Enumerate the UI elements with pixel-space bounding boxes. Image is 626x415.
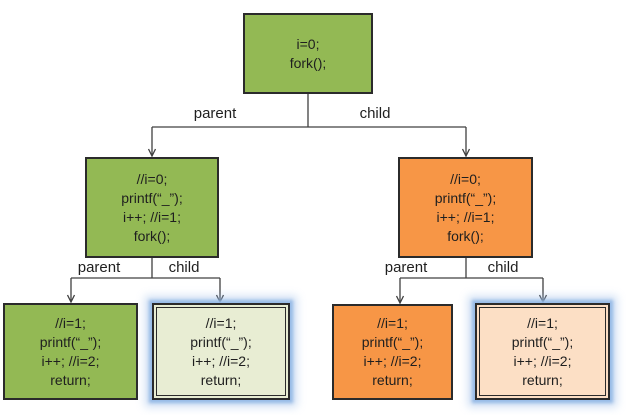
node-leaf-parent-parent: //i=1; printf(“_”); i++; //i=2; return; xyxy=(3,303,138,400)
code-line: fork(); xyxy=(447,227,484,244)
code-line: printf(“_”); xyxy=(361,334,424,350)
code-line: return; xyxy=(50,371,91,388)
code-line: fork(); xyxy=(289,54,327,71)
edge-label-child-left: child xyxy=(168,259,200,276)
node-leaf-parent-child: //i=1; printf(“_”); i++; //i=2; return; xyxy=(152,303,290,400)
arrowhead-down-icon xyxy=(395,295,405,305)
code-line: //i=1; xyxy=(205,314,237,331)
arrowhead-down-icon xyxy=(147,148,157,158)
code-line: return; xyxy=(372,372,413,388)
arrowhead-down-icon xyxy=(461,148,471,158)
arrowhead-down-icon xyxy=(66,294,76,304)
code-line: i++; //i=2; xyxy=(192,352,250,369)
code-line: i++; //i=2; xyxy=(41,352,100,369)
arrowhead-down-icon xyxy=(538,294,548,304)
node-leaf-child-child: //i=1; printf(“_”); i++; //i=2; return; xyxy=(475,303,610,400)
code-line: i++; //i=2; xyxy=(363,353,422,369)
code-line: i++; //i=1; xyxy=(123,208,181,225)
code-line: printf(“_”); xyxy=(39,333,102,350)
code-line: printf(“_”); xyxy=(190,333,252,350)
edge-label-child-right: child xyxy=(487,259,519,276)
node-leaf-child-parent: //i=1; printf(“_”); i++; //i=2; return; xyxy=(332,304,453,400)
code-line: printf(“_”); xyxy=(511,333,574,350)
code-line: i=0; xyxy=(296,35,320,52)
edge-label-parent-left: parent xyxy=(77,259,121,276)
edge-label-parent-level1: parent xyxy=(193,105,237,122)
arrowhead-down-icon xyxy=(215,294,225,304)
code-line: //i=1; xyxy=(55,314,86,331)
code-line: printf(“_”); xyxy=(434,189,497,206)
inner-border: //i=1; printf(“_”); i++; //i=2; return; xyxy=(156,307,286,396)
node-level1-parent: //i=0; printf(“_”); i++; //i=1; fork(); xyxy=(85,157,219,258)
code-line: i++; //i=1; xyxy=(436,208,495,225)
code-line: printf(“_”); xyxy=(121,189,183,206)
code-line: //i=0; xyxy=(450,170,481,187)
code-line: //i=1; xyxy=(377,315,408,331)
code-line: //i=1; xyxy=(527,314,558,331)
edge-label-child-level1: child xyxy=(359,105,391,122)
edge-label-parent-right: parent xyxy=(384,259,428,276)
code-line: //i=0; xyxy=(136,170,168,187)
code-line: i++; //i=2; xyxy=(513,352,572,369)
code-line: fork(); xyxy=(133,227,171,244)
code-line: return; xyxy=(200,371,242,388)
node-level1-child: //i=0; printf(“_”); i++; //i=1; fork(); xyxy=(398,157,533,258)
node-root-fork: i=0; fork(); xyxy=(243,13,373,94)
code-line: return; xyxy=(522,371,563,388)
connector-root xyxy=(147,94,471,158)
inner-border: //i=1; printf(“_”); i++; //i=2; return; xyxy=(479,307,606,396)
